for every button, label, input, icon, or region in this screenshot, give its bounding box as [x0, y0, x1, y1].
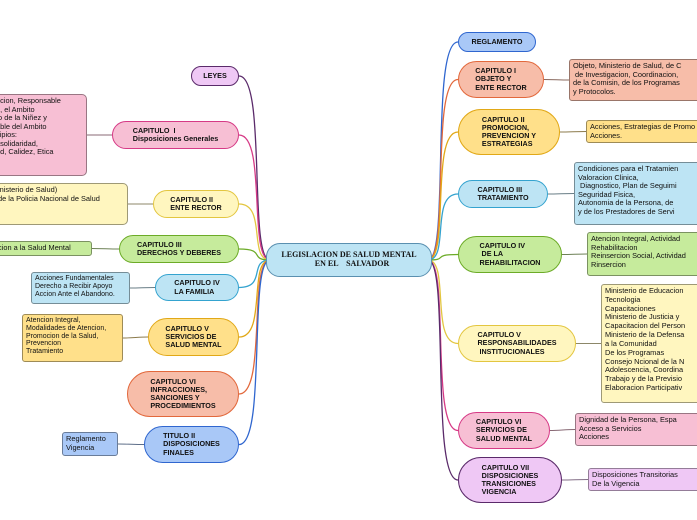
link-cap2: [238, 203, 271, 261]
link-cap3: [238, 248, 271, 261]
link-r4: [427, 253, 459, 261]
link-r7_box: [561, 479, 589, 481]
link-r7: [427, 259, 459, 481]
reglamento-capitulo-3-detail[interactable]: Condiciones para el Tratamien Valoracion…: [574, 162, 697, 225]
link-leyes: [238, 75, 271, 261]
reglamento-capitulo-5-node[interactable]: CAPITULO V RESPONSABILIDADES INSTITUCION…: [458, 325, 576, 362]
reglamento-capitulo-1-detail[interactable]: Objeto, Ministerio de Salud, de C de Inv…: [569, 59, 697, 101]
link-titulo2_box: [117, 443, 145, 445]
reglamento-capitulo-6-detail[interactable]: Dignidad de la Persona, Espa Acceso a Se…: [575, 413, 697, 446]
reglamento-capitulo-4-node[interactable]: CAPITULO IV DE LA REHABILITACION: [458, 236, 562, 273]
link-r4_box: [561, 253, 588, 255]
link-r3_box: [547, 193, 575, 195]
reglamento-node[interactable]: REGLAMENTO: [458, 32, 536, 52]
link-reglamento: [427, 41, 459, 261]
capitulo-5-detail[interactable]: Atencion Integral, Modalidades de Atenci…: [22, 314, 123, 362]
link-r5: [427, 259, 459, 345]
reglamento-capitulo-2-node[interactable]: CAPITULO II PROMOCION, PREVENCION Y ESTR…: [458, 109, 560, 155]
central-topic-label: LEGISLACION DE SALUD MENTAL EN EL SALVAD…: [281, 250, 417, 268]
link-r6: [427, 259, 459, 432]
link-cap1: [238, 134, 271, 261]
capitulo-2-node[interactable]: CAPITULO II ENTE RECTOR: [153, 190, 239, 218]
link-r2_box: [559, 131, 587, 133]
capitulo-1-node[interactable]: CAPITULO I Disposiciones Generales: [112, 121, 239, 149]
titulo-2-detail[interactable]: Reglamento Vigencia: [62, 432, 118, 456]
link-r1_box: [543, 79, 570, 81]
capitulo-4-node[interactable]: CAPITULO IV LA FAMILIA: [155, 274, 239, 301]
reglamento-capitulo-2-detail[interactable]: Acciones, Estrategias de Promo Acciones.: [586, 120, 697, 143]
reglamento-capitulo-1-node[interactable]: CAPITULO I OBJETO Y ENTE RECTOR: [458, 61, 544, 98]
capitulo-3-node[interactable]: CAPITULO III DERECHOS Y DEBERES: [119, 235, 239, 263]
reglamento-capitulo-7-node[interactable]: CAPITULO VII DISPOSICIONES TRANSICIONES …: [458, 457, 562, 503]
capitulo-6-node[interactable]: CAPITULO VI INFRACCIONES, SANCIONES Y PR…: [127, 371, 239, 417]
link-cap4: [238, 259, 271, 289]
link-cap5: [238, 259, 271, 338]
titulo-2-node[interactable]: TITULO II DISPOSICIONES FINALES: [144, 426, 239, 463]
reglamento-capitulo-7-detail[interactable]: Disposiciones Transitorias De la Vigenci…: [588, 468, 697, 491]
link-r2: [427, 131, 459, 261]
link-cap4_box: [129, 287, 156, 289]
capitulo-2-detail[interactable]: inisterio de Salud) de la Policia Nacion…: [0, 183, 128, 225]
link-r1: [427, 78, 459, 261]
reglamento-capitulo-5-detail[interactable]: Ministerio de Educacion Tecnologia Capac…: [601, 284, 697, 403]
reglamento-capitulo-6-node[interactable]: CAPITULO VI SERVICIOS DE SALUD MENTAL: [458, 412, 550, 449]
capitulo-3-detail[interactable]: cion a la Salud Mental: [0, 241, 92, 256]
central-topic[interactable]: LEGISLACION DE SALUD MENTAL EN EL SALVAD…: [266, 243, 432, 277]
link-r6_box: [549, 429, 576, 431]
link-r3: [427, 193, 459, 261]
leyes-node[interactable]: LEYES: [191, 66, 239, 86]
capitulo-5-node[interactable]: CAPITULO V SERVICIOS DE SALUD MENTAL: [148, 318, 239, 356]
capitulo-1-detail[interactable]: acion, Responsable n, el Ambito to de la…: [0, 94, 87, 176]
reglamento-capitulo-4-detail[interactable]: Atencion Integral, Actividad Rehabilitac…: [587, 232, 697, 276]
reglamento-capitulo-3-node[interactable]: CAPITULO III TRATAMIENTO: [458, 180, 548, 208]
link-titulo2: [238, 259, 271, 446]
link-cap3_box: [91, 248, 120, 250]
link-cap5_box: [122, 336, 149, 339]
capitulo-4-detail[interactable]: Acciones Fundamentales Derecho a Recibir…: [31, 272, 130, 304]
